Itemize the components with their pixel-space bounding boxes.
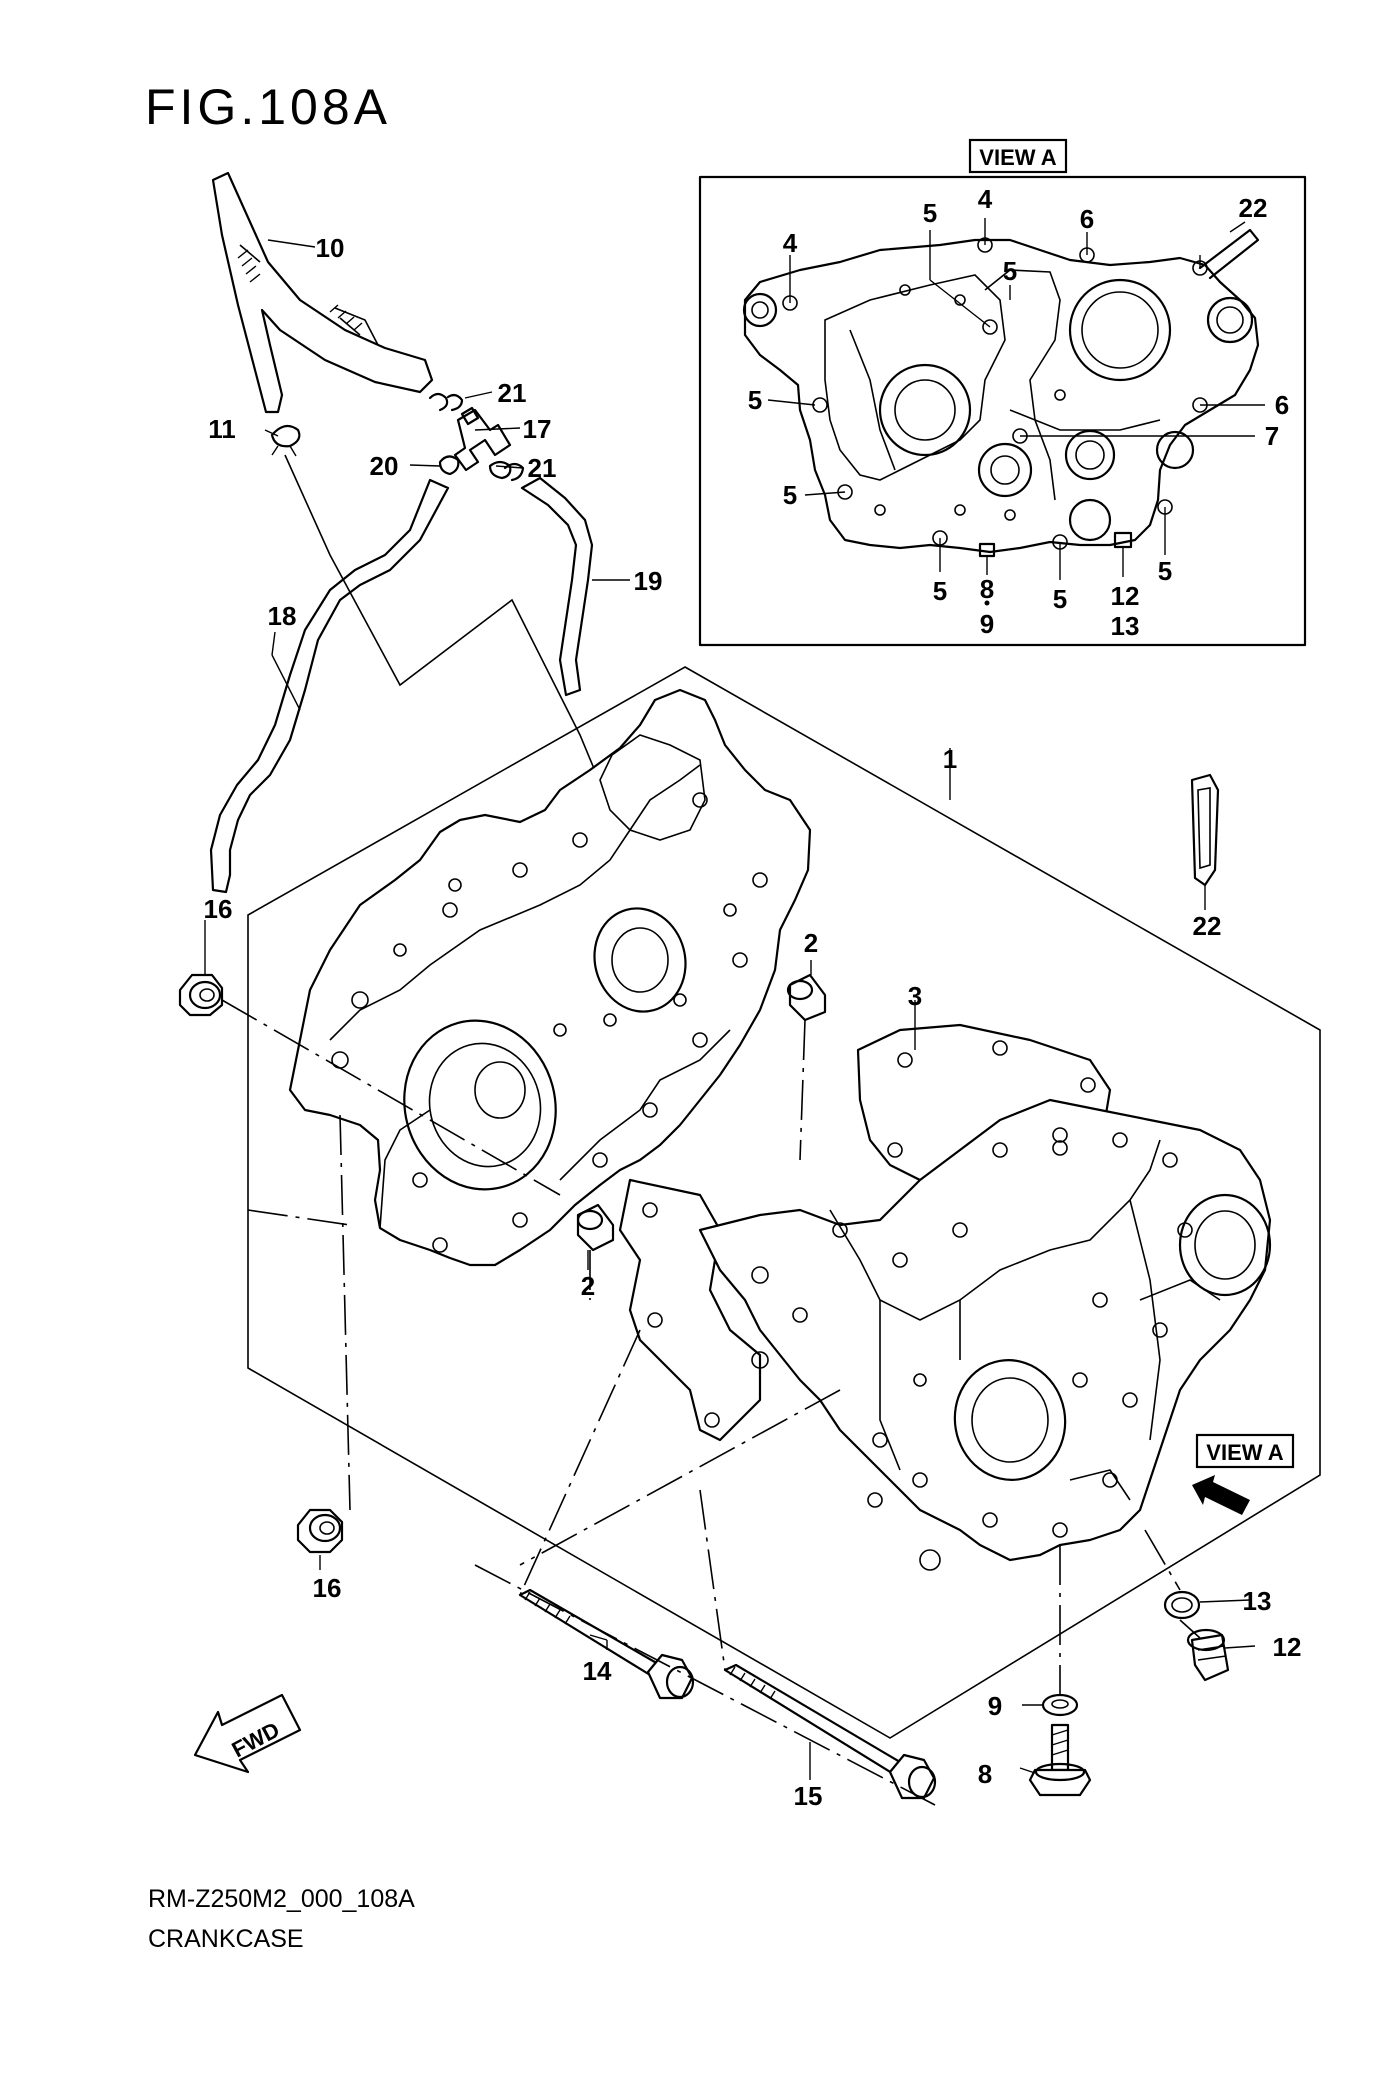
callout-inset-5-bottom-a: 5 <box>933 576 947 606</box>
view-a-arrow-label: VIEW A <box>1206 1440 1284 1465</box>
callout-inset-5-upper: 5 <box>1003 256 1017 286</box>
stay-22 <box>1190 773 1220 887</box>
callout-inset-7: 7 <box>1265 421 1279 451</box>
callout-21-lower: 21 <box>528 453 557 483</box>
fwd-arrow: FWD <box>193 1693 302 1774</box>
callout-18: 18 <box>268 601 297 631</box>
callout-inset-9: 9 <box>980 609 994 639</box>
assembly-1-boundary <box>247 666 1321 1739</box>
callout-22: 22 <box>1193 911 1222 941</box>
callout-9: 9 <box>988 1691 1002 1721</box>
breather-hoses <box>209 171 631 894</box>
callout-inset-13: 13 <box>1111 611 1140 641</box>
callout-1: 1 <box>943 744 957 774</box>
main-leader-lines <box>204 239 1256 1780</box>
callout-inset-5-top: 5 <box>923 198 937 228</box>
view-a-arrow: VIEW A <box>1192 1433 1295 1515</box>
right-crankcase-half <box>618 1023 1272 1571</box>
callout-13: 13 <box>1243 1586 1272 1616</box>
callout-inset-22: 22 <box>1239 193 1268 223</box>
callout-inset-5-lower-left: 5 <box>783 480 797 510</box>
callout-21-upper: 21 <box>498 378 527 408</box>
callout-2-lower: 2 <box>581 1271 595 1301</box>
callout-inset-6-top: 6 <box>1080 204 1094 234</box>
plug-12 <box>1186 1628 1230 1682</box>
callout-inset-8: 8 <box>980 574 994 604</box>
figure-code: RM-Z250M2_000_108A <box>148 1885 415 1913</box>
bolt-15 <box>723 1663 937 1800</box>
callout-inset-5-bottom-b: 5 <box>1053 584 1067 614</box>
callout-12: 12 <box>1273 1632 1302 1662</box>
view-a-inset-label: VIEW A <box>979 145 1057 170</box>
drain-bolt-8 <box>1028 1723 1092 1797</box>
callout-16-upper: 16 <box>204 894 233 924</box>
flange-nut-lower <box>296 1508 344 1554</box>
dowel-pin-lower <box>576 1203 615 1252</box>
callout-10: 10 <box>316 233 345 263</box>
callout-inset-5-left: 5 <box>748 385 762 415</box>
callout-3: 3 <box>908 981 922 1011</box>
callout-20: 20 <box>370 451 399 481</box>
callout-inset-5-right: 5 <box>1158 556 1172 586</box>
callout-inset-12: 12 <box>1111 581 1140 611</box>
callout-inset-4-top: 4 <box>978 184 993 214</box>
figure-name: CRANKCASE <box>148 1925 304 1953</box>
callout-2-upper: 2 <box>804 928 818 958</box>
callout-15: 15 <box>794 1781 823 1811</box>
callout-19: 19 <box>634 566 663 596</box>
dowel-pin-upper <box>786 973 827 1022</box>
assembly-center-lines <box>221 999 1201 1806</box>
flange-nut-upper <box>178 973 224 1017</box>
callout-8: 8 <box>978 1759 992 1789</box>
callout-14: 14 <box>583 1656 612 1686</box>
callout-inset-6-right: 6 <box>1275 390 1289 420</box>
callout-11: 11 <box>208 414 236 444</box>
figure-title: FIG.108A <box>145 79 391 135</box>
callout-16-lower: 16 <box>313 1573 342 1603</box>
callout-17: 17 <box>523 414 552 444</box>
left-crankcase-half <box>288 688 812 1267</box>
o-ring-13 <box>1163 1590 1201 1620</box>
view-a-inset: VIEW A <box>698 138 1307 647</box>
washer-9 <box>1041 1693 1079 1717</box>
callout-inset-4-left: 4 <box>783 228 798 258</box>
